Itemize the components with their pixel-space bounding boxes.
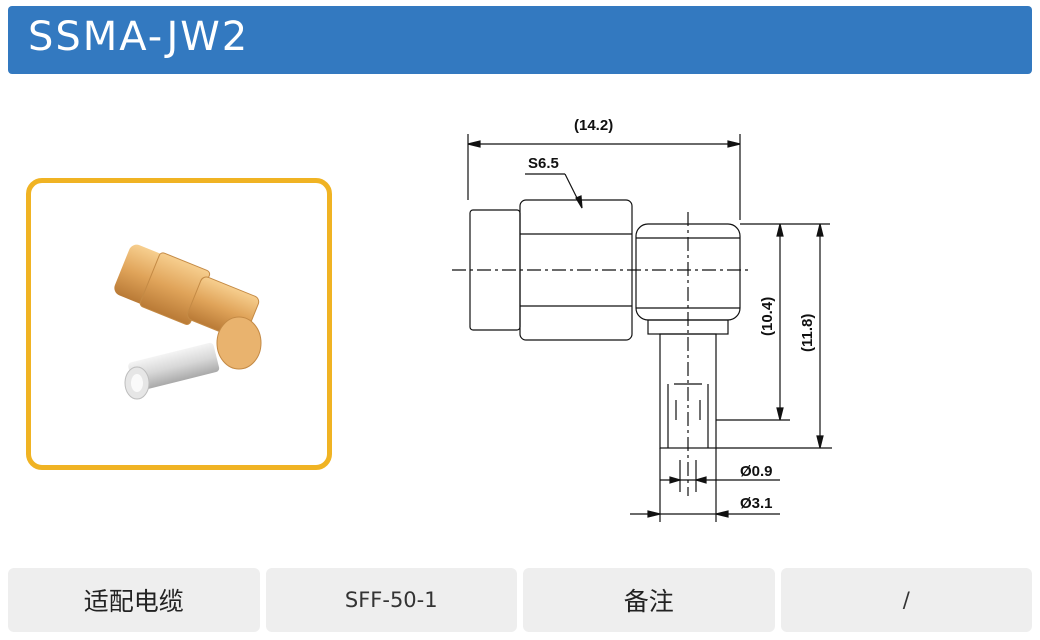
dim-height-inner: (10.4) [759,297,776,336]
dim-length: (14.2) [574,117,613,134]
title-bar: SSMA-JW2 [8,6,1032,74]
cable-label: 适配电缆 [8,568,260,632]
dim-height-outer: (11.8) [799,314,816,352]
note-value: / [780,568,1032,632]
product-title: SSMA-JW2 [28,14,250,60]
dim-hex: S6.5 [528,155,559,172]
note-label: 备注 [523,568,775,632]
technical-drawing: (14.2) S6.5 (10.4) (11.8) Ø0.9 Ø3.1 [452,117,832,522]
connector-photo-icon [114,244,262,400]
spec-table: 适配电缆 SFF-50-1 备注 / [8,568,1032,632]
product-photo-frame [26,178,332,470]
cable-value: SFF-50-1 [265,568,517,632]
dim-pin: Ø0.9 [740,463,773,480]
dim-body: Ø3.1 [740,495,773,512]
